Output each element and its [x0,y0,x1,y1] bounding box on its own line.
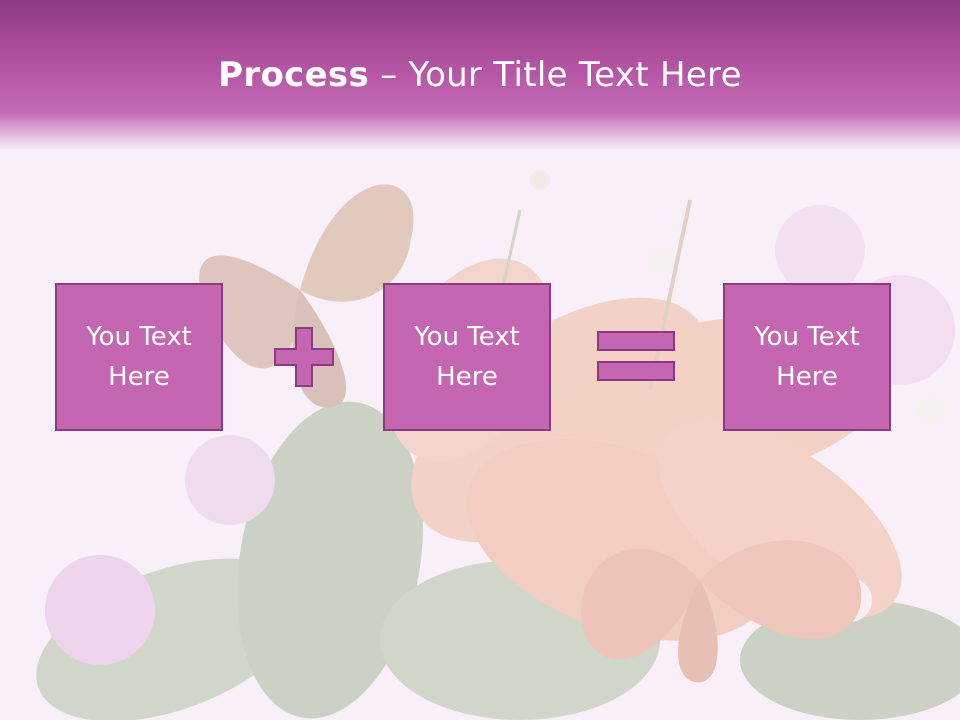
slide-title: Process – Your Title Text Here [0,52,960,98]
plus-icon [274,327,334,387]
process-box-2-line1: You Text [414,322,520,352]
title-dash: – [369,55,409,95]
process-box-1-line1: You Text [86,322,192,352]
title-band [0,0,960,150]
equals-icon [597,331,675,381]
process-box-3: You Text Here [723,283,891,431]
process-box-2-line2: Here [436,362,498,392]
title-rest: Your Title Text Here [408,55,742,95]
process-box-3-line1: You Text [754,322,860,352]
process-box-3-line2: Here [776,362,838,392]
title-bold-part: Process [218,55,370,95]
process-box-1-line2: Here [108,362,170,392]
process-box-2: You Text Here [383,283,551,431]
process-box-1: You Text Here [55,283,223,431]
